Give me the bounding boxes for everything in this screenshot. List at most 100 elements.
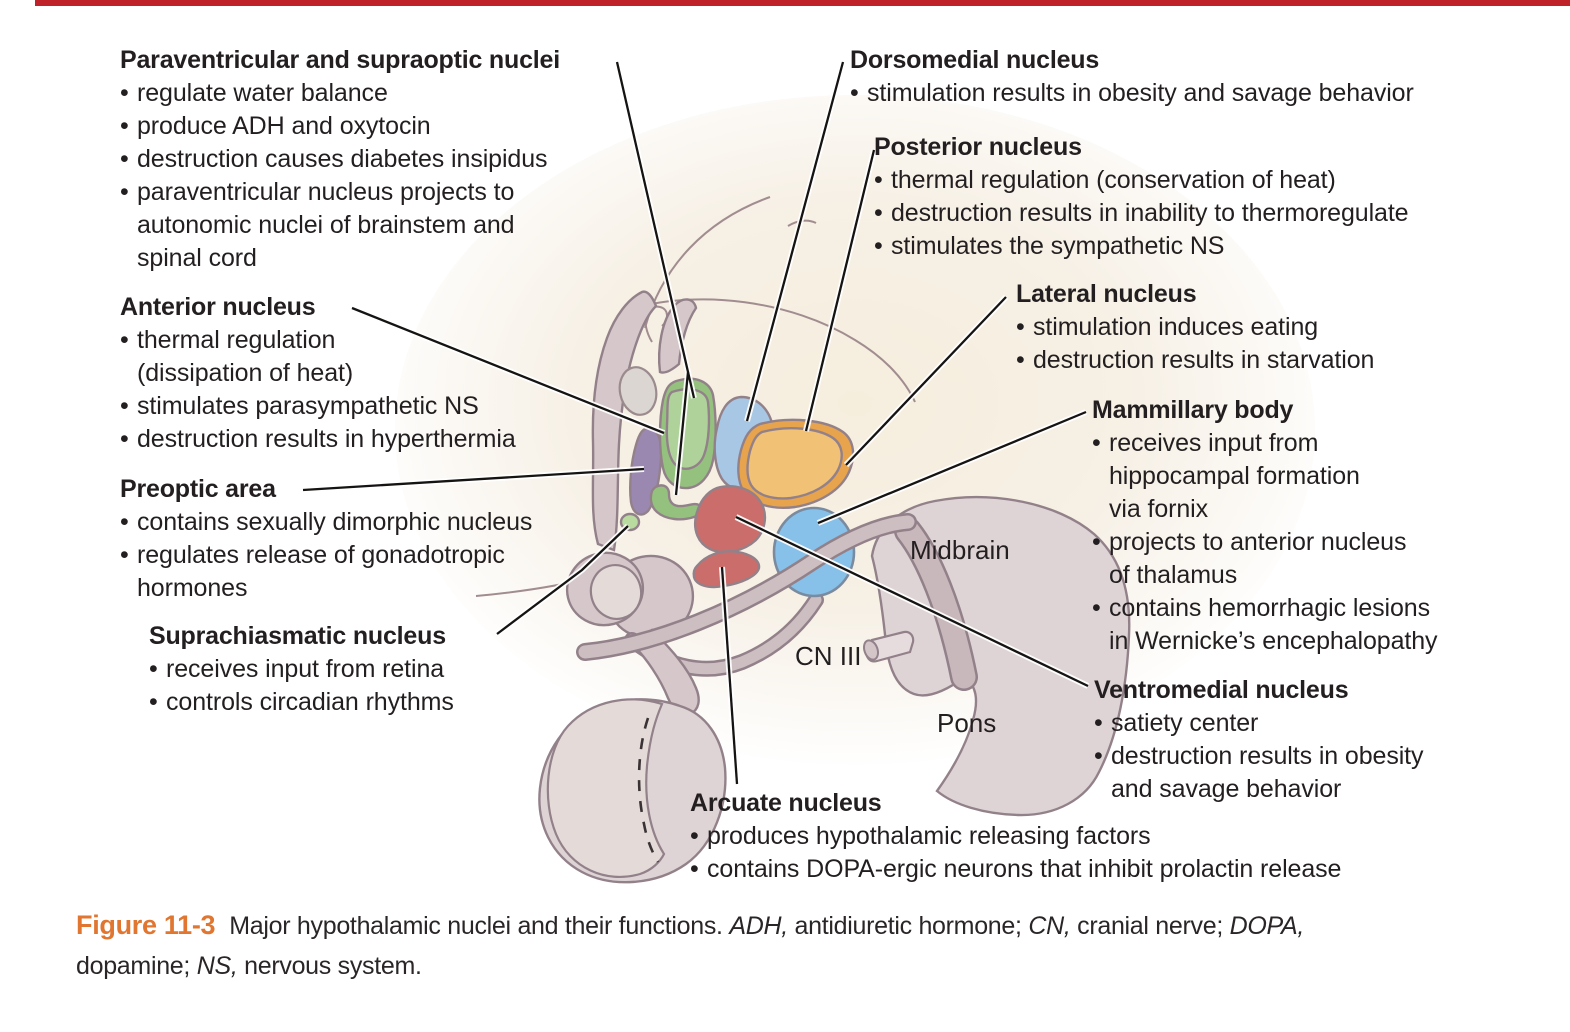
- leader-dorsomedial: [744, 61, 846, 422]
- label-preoptic-bullets: •contains sexually dimorphic nucleus• reg…: [120, 506, 532, 605]
- midbrain-pons: [862, 495, 1131, 817]
- bullet-text: contains DOPA-ergic neurons that inhibit…: [707, 855, 1342, 883]
- bullet-item: • contains DOPA-ergic neurons that inhibi…: [690, 853, 1341, 886]
- bullet-item: • stimulation results in obesity and sava…: [850, 77, 1414, 110]
- bullet-dot: •: [1092, 528, 1101, 556]
- caption-line-1: Major hypothalamic nuclei and their func…: [229, 912, 1304, 940]
- bullet-text: produces hypothalamic releasing factors: [707, 822, 1151, 850]
- bullet-text: destruction causes diabetes insipidus: [137, 145, 548, 173]
- figure-caption: Figure 11-3 Major hypothalamic nuclei and…: [76, 905, 1556, 986]
- bullet-dot: •: [120, 145, 129, 173]
- bullet-text: projects to anterior nucleus of thalamus: [1109, 528, 1407, 589]
- label-posterior-title: Posterior nucleus: [874, 133, 1082, 161]
- caption-segment: NS,: [196, 952, 238, 980]
- midbrain-label: Midbrain: [910, 535, 1010, 565]
- label-ventromedial: Ventromedial nucleus •satiety center•des…: [1094, 674, 1424, 806]
- bullet-item: • thermal regulation (conservation of hea…: [874, 164, 1409, 197]
- leader-ventromedial: [734, 514, 1090, 689]
- label-lateral-title: Lateral nucleus: [1016, 280, 1197, 308]
- bullet-text: destruction results in starvation: [1033, 346, 1375, 374]
- bullet-item: •produce ADH and oxytocin: [120, 110, 560, 143]
- optic-tract-band: [576, 513, 917, 661]
- bullet-dot: •: [120, 79, 129, 107]
- leader-anterior: [350, 305, 666, 436]
- label-lateral: Lateral nucleus • stimulation induces eat…: [1016, 278, 1374, 377]
- leader-suprachiasmatic: [495, 523, 631, 637]
- cn3-label: CN III: [795, 641, 862, 671]
- caption-segment: dopamine;: [76, 952, 197, 980]
- caption-segment: nervous system.: [237, 952, 422, 980]
- label-dorsomedial: Dorsomedial nucleus • stimulation results…: [850, 44, 1414, 110]
- leader-paraventricular: [614, 61, 697, 496]
- bullet-dot: •: [120, 541, 129, 569]
- bullet-dot: •: [690, 822, 699, 850]
- pituitary-gland: [538, 628, 727, 884]
- caption-segment: cranial nerve;: [1070, 912, 1230, 940]
- bullet-item: • stimulates the sympathetic NS: [874, 230, 1409, 263]
- bullet-item: • produces hypothalamic releasing factors: [690, 820, 1341, 853]
- bullet-text: stimulates parasympathetic NS: [137, 392, 479, 420]
- bullet-dot: •: [874, 166, 883, 194]
- label-dorsomedial-bullets: • stimulation results in obesity and sava…: [850, 77, 1414, 110]
- bullet-text: thermal regulation (conservation of heat…: [891, 166, 1336, 194]
- bullet-text: destruction results in inability to ther…: [891, 199, 1409, 227]
- bullet-item: •thermal regulation (dissipation of heat…: [120, 324, 516, 390]
- bullet-text: contains sexually dimorphic nucleus: [137, 508, 533, 536]
- leader-preoptic: [302, 466, 645, 493]
- bullet-dot: •: [120, 326, 129, 354]
- bullet-item: •contains sexually dimorphic nucleus: [120, 506, 532, 539]
- bullet-text: stimulates the sympathetic NS: [891, 232, 1225, 260]
- bullet-dot: •: [1016, 313, 1025, 341]
- pituitary-lobe-divider: [637, 717, 660, 863]
- bullet-item: •receives input from hippocampal formati…: [1092, 427, 1437, 526]
- bullet-text: paraventricular nucleus projects to auto…: [137, 178, 515, 272]
- bullet-text: receives input from hippocampal formatio…: [1109, 429, 1360, 523]
- bullet-item: •receives input from retina: [149, 653, 454, 686]
- bullet-dot: •: [120, 178, 129, 206]
- bullet-item: • paraventricular nucleus projects to aut…: [120, 176, 560, 275]
- bullet-dot: •: [149, 688, 158, 716]
- figure-number: Figure 11-3: [76, 910, 216, 940]
- label-posterior: Posterior nucleus • thermal regulation (c…: [874, 131, 1409, 263]
- bullet-dot: •: [874, 232, 883, 260]
- bullet-text: contains hemorrhagic lesions in Wernicke…: [1109, 594, 1438, 655]
- bullet-dot: •: [874, 199, 883, 227]
- bullet-item: •stimulates parasympathetic NS: [120, 390, 516, 423]
- cn3-nerve-stub: [862, 630, 915, 663]
- bullet-text: destruction results in hyperthermia: [137, 425, 516, 453]
- bullet-dot: •: [1016, 346, 1025, 374]
- bullet-dot: •: [120, 112, 129, 140]
- bullet-text: regulate water balance: [137, 79, 388, 107]
- label-anterior-title: Anterior nucleus: [120, 293, 316, 321]
- label-paraventricular-title: Paraventricular and supraoptic nuclei: [120, 46, 560, 74]
- bullet-text: regulates release of gonadotropic hormon…: [137, 541, 505, 602]
- bullet-item: • stimulation induces eating: [1016, 311, 1374, 344]
- label-paraventricular: Paraventricular and supraoptic nuclei • r…: [120, 44, 560, 275]
- anterior-commissure-shape: [618, 366, 658, 416]
- bullet-dot: •: [1094, 742, 1103, 770]
- paraventricular-inner-lobe: [665, 388, 711, 470]
- leader-mammillary: [816, 409, 1088, 526]
- label-suprachiasmatic-title: Suprachiasmatic nucleus: [149, 622, 446, 650]
- label-posterior-bullets: • thermal regulation (conservation of hea…: [874, 164, 1409, 263]
- label-anterior-bullets: •thermal regulation (dissipation of heat…: [120, 324, 516, 456]
- bullet-item: •contains hemorrhagic lesions in Wernick…: [1092, 592, 1438, 658]
- bullet-dot: •: [690, 855, 699, 883]
- bullet-item: • destruction causes diabetes insipidus: [120, 143, 560, 176]
- label-mammillary-title: Mammillary body: [1092, 396, 1294, 424]
- label-suprachiasmatic: Suprachiasmatic nucleus •receives input …: [149, 620, 454, 719]
- leader-arcuate: [719, 566, 740, 785]
- caption-segment: CN,: [1028, 912, 1071, 940]
- bullet-text: stimulation induces eating: [1033, 313, 1319, 341]
- caption-segment: Major hypothalamic nuclei and their func…: [229, 912, 730, 940]
- bullet-dot: •: [120, 425, 129, 453]
- bullet-item: • destruction results in hyperthermia: [120, 423, 516, 456]
- posterior-nucleus-inner: [746, 427, 843, 500]
- bullet-text: stimulation results in obesity and savag…: [867, 79, 1414, 107]
- bullet-dot: •: [850, 79, 859, 107]
- label-dorsomedial-title: Dorsomedial nucleus: [850, 46, 1100, 74]
- label-arcuate-title: Arcuate nucleus: [690, 789, 882, 817]
- leader-lateral: [843, 294, 1009, 468]
